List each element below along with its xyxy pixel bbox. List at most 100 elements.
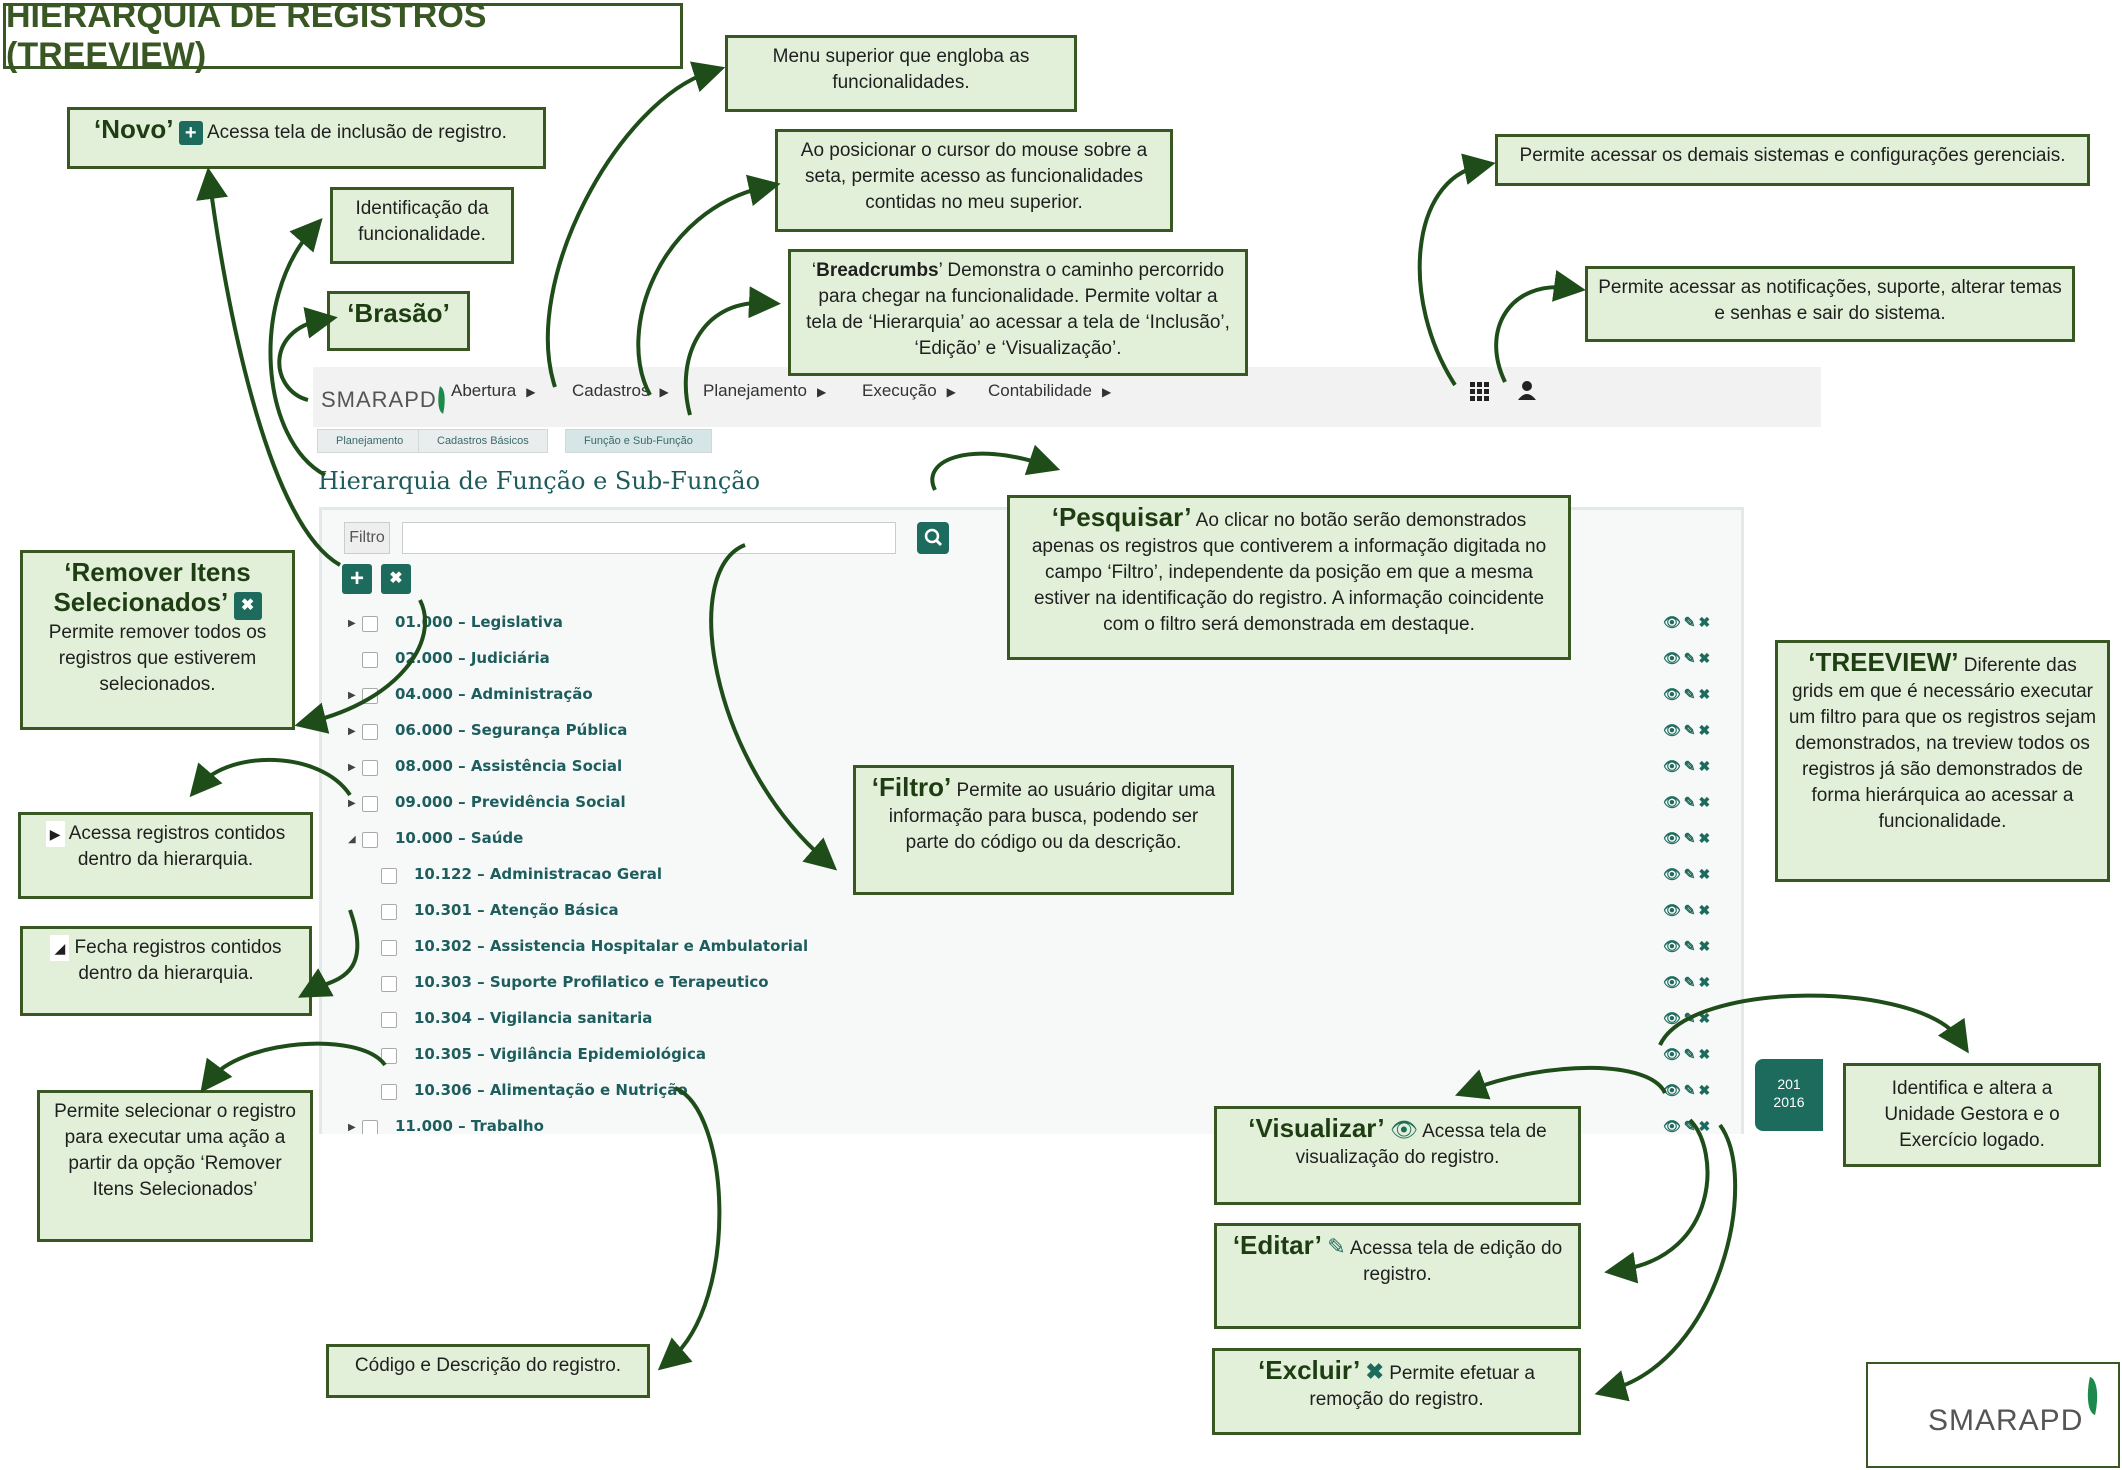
tree-row-label[interactable]: 11.000 – Trabalho bbox=[395, 1117, 544, 1134]
eye-icon[interactable]: 👁 bbox=[1663, 938, 1681, 954]
menu-cadastros[interactable]: Cadastros▶ bbox=[572, 381, 669, 400]
close-icon[interactable]: ✖ bbox=[1698, 1082, 1711, 1098]
expand-arrow-icon[interactable]: ▶ bbox=[348, 762, 356, 773]
menu-arrow-icon[interactable]: ▶ bbox=[946, 385, 956, 399]
edit-icon[interactable]: ✎ bbox=[1683, 830, 1696, 846]
tree-row[interactable]: 10.122 – Administracao Geral 👁✎✖ bbox=[313, 862, 1733, 892]
tree-row[interactable]: 10.306 – Alimentação e Nutrição👁✎✖ bbox=[313, 1078, 1733, 1108]
remove-selected-button[interactable]: ✖ bbox=[381, 564, 411, 594]
edit-icon[interactable]: ✎ bbox=[1683, 722, 1696, 738]
eye-icon[interactable]: 👁 bbox=[1663, 686, 1681, 702]
eye-icon[interactable]: 👁 bbox=[1663, 1046, 1681, 1062]
tree-row-label[interactable]: 10.302 – Assistencia Hospitalar e Ambula… bbox=[414, 937, 809, 955]
tree-row-label[interactable]: 04.000 – Administração bbox=[395, 685, 593, 703]
tree-row[interactable]: ▶06.000 – Segurança Pública👁✎✖ bbox=[313, 718, 1733, 748]
expand-arrow-icon[interactable]: ▶ bbox=[348, 1122, 356, 1133]
breadcrumb-planejamento[interactable]: Planejamento bbox=[317, 429, 423, 453]
menu-arrow-icon[interactable]: ▶ bbox=[659, 385, 669, 399]
edit-icon[interactable]: ✎ bbox=[1683, 794, 1696, 810]
row-checkbox[interactable] bbox=[362, 832, 378, 848]
close-icon[interactable]: ✖ bbox=[1698, 866, 1711, 882]
tree-row-label[interactable]: 10.303 – Suporte Profilatico e Terapeuti… bbox=[414, 973, 769, 991]
tree-row-label[interactable]: 09.000 – Previdência Social bbox=[395, 793, 626, 811]
breadcrumb-cadastros-basicos[interactable]: Cadastros Básicos bbox=[418, 429, 548, 453]
user-icon[interactable] bbox=[1516, 379, 1538, 401]
edit-icon[interactable]: ✎ bbox=[1683, 902, 1696, 918]
edit-icon[interactable]: ✎ bbox=[1683, 758, 1696, 774]
eye-icon[interactable]: 👁 bbox=[1663, 614, 1681, 630]
eye-icon[interactable]: 👁 bbox=[1663, 758, 1681, 774]
edit-icon[interactable]: ✎ bbox=[1683, 938, 1696, 954]
tree-row-label[interactable]: 06.000 – Segurança Pública bbox=[395, 721, 628, 739]
menu-abertura[interactable]: Abertura▶ bbox=[451, 381, 536, 400]
eye-icon[interactable]: 👁 bbox=[1663, 866, 1681, 882]
row-checkbox[interactable] bbox=[381, 1012, 397, 1028]
tree-row-label[interactable]: 10.306 – Alimentação e Nutrição bbox=[414, 1081, 688, 1099]
edit-icon[interactable]: ✎ bbox=[1683, 974, 1696, 990]
expand-arrow-icon[interactable]: ▶ bbox=[348, 726, 356, 737]
tree-row-label[interactable]: 01.000 – Legislativa bbox=[395, 613, 563, 631]
edit-icon[interactable]: ✎ bbox=[1683, 614, 1696, 630]
row-checkbox[interactable] bbox=[381, 868, 397, 884]
eye-icon[interactable]: 👁 bbox=[1663, 902, 1681, 918]
row-checkbox[interactable] bbox=[362, 760, 378, 776]
menu-contabilidade[interactable]: Contabilidade▶ bbox=[988, 381, 1112, 400]
tree-row[interactable]: 10.304 – Vigilancia sanitaria 👁✎✖ bbox=[313, 1006, 1733, 1036]
menu-arrow-icon[interactable]: ▶ bbox=[1101, 385, 1112, 399]
tree-row[interactable]: 10.305 – Vigilância Epidemiológica 👁✎✖ bbox=[313, 1042, 1733, 1072]
edit-icon[interactable]: ✎ bbox=[1683, 686, 1696, 702]
row-checkbox[interactable] bbox=[381, 940, 397, 956]
row-checkbox[interactable] bbox=[362, 652, 378, 668]
eye-icon[interactable]: 👁 bbox=[1663, 1010, 1681, 1026]
close-icon[interactable]: ✖ bbox=[1698, 1118, 1711, 1134]
tree-row[interactable]: 10.303 – Suporte Profilatico e Terapeuti… bbox=[313, 970, 1733, 1000]
tree-row-label[interactable]: 02.000 – Judiciária bbox=[395, 649, 550, 667]
row-checkbox[interactable] bbox=[362, 1120, 378, 1134]
edit-icon[interactable]: ✎ bbox=[1683, 650, 1696, 666]
menu-arrow-icon[interactable]: ▶ bbox=[816, 385, 827, 399]
close-icon[interactable]: ✖ bbox=[1698, 758, 1711, 774]
eye-icon[interactable]: 👁 bbox=[1663, 650, 1681, 666]
close-icon[interactable]: ✖ bbox=[1698, 794, 1711, 810]
row-checkbox[interactable] bbox=[381, 1048, 397, 1064]
eye-icon[interactable]: 👁 bbox=[1663, 1082, 1681, 1098]
close-icon[interactable]: ✖ bbox=[1698, 1010, 1711, 1026]
edit-icon[interactable]: ✎ bbox=[1683, 866, 1696, 882]
tree-row-label[interactable]: 10.304 – Vigilancia sanitaria bbox=[414, 1009, 653, 1027]
menu-planejamento[interactable]: Planejamento▶ bbox=[703, 381, 827, 400]
row-checkbox[interactable] bbox=[362, 616, 378, 632]
close-icon[interactable]: ✖ bbox=[1698, 686, 1711, 702]
row-checkbox[interactable] bbox=[381, 904, 397, 920]
filter-input[interactable] bbox=[402, 522, 896, 554]
tree-row[interactable]: ▶ 08.000 – Assistência Social 👁✎✖ bbox=[313, 754, 1733, 784]
apps-grid-icon[interactable] bbox=[1468, 380, 1490, 402]
close-icon[interactable]: ✖ bbox=[1698, 938, 1711, 954]
close-icon[interactable]: ✖ bbox=[1698, 650, 1711, 666]
tree-row[interactable]: ▶ 04.000 – Administração 👁✎✖ bbox=[313, 682, 1733, 712]
tree-row-label[interactable]: 10.305 – Vigilância Epidemiológica bbox=[414, 1045, 706, 1063]
close-icon[interactable]: ✖ bbox=[1698, 614, 1711, 630]
row-checkbox[interactable] bbox=[381, 1084, 397, 1100]
tree-row-label[interactable]: 08.000 – Assistência Social bbox=[395, 757, 623, 775]
row-checkbox[interactable] bbox=[362, 688, 378, 704]
app-logo[interactable]: SMARAPD bbox=[321, 386, 449, 414]
close-icon[interactable]: ✖ bbox=[1698, 902, 1711, 918]
collapse-arrow-icon[interactable]: ◢ bbox=[348, 834, 356, 845]
row-checkbox[interactable] bbox=[362, 724, 378, 740]
expand-arrow-icon[interactable]: ▶ bbox=[348, 690, 356, 701]
add-button[interactable]: + bbox=[342, 564, 372, 594]
menu-execucao[interactable]: Execução▶ bbox=[862, 381, 956, 400]
close-icon[interactable]: ✖ bbox=[1698, 974, 1711, 990]
tree-row-label[interactable]: 10.122 – Administracao Geral bbox=[414, 865, 663, 883]
close-icon[interactable]: ✖ bbox=[1698, 1046, 1711, 1062]
tree-row-label[interactable]: 10.000 – Saúde bbox=[395, 829, 524, 847]
edit-icon[interactable]: ✎ bbox=[1683, 1118, 1696, 1134]
tree-row[interactable]: 10.302 – Assistencia Hospitalar e Ambula… bbox=[313, 934, 1733, 964]
eye-icon[interactable]: 👁 bbox=[1663, 794, 1681, 810]
expand-arrow-icon[interactable]: ▶ bbox=[348, 798, 356, 809]
edit-icon[interactable]: ✎ bbox=[1683, 1046, 1696, 1062]
close-icon[interactable]: ✖ bbox=[1698, 830, 1711, 846]
eye-icon[interactable]: 👁 bbox=[1663, 722, 1681, 738]
edit-icon[interactable]: ✎ bbox=[1683, 1010, 1696, 1026]
eye-icon[interactable]: 👁 bbox=[1663, 830, 1681, 846]
